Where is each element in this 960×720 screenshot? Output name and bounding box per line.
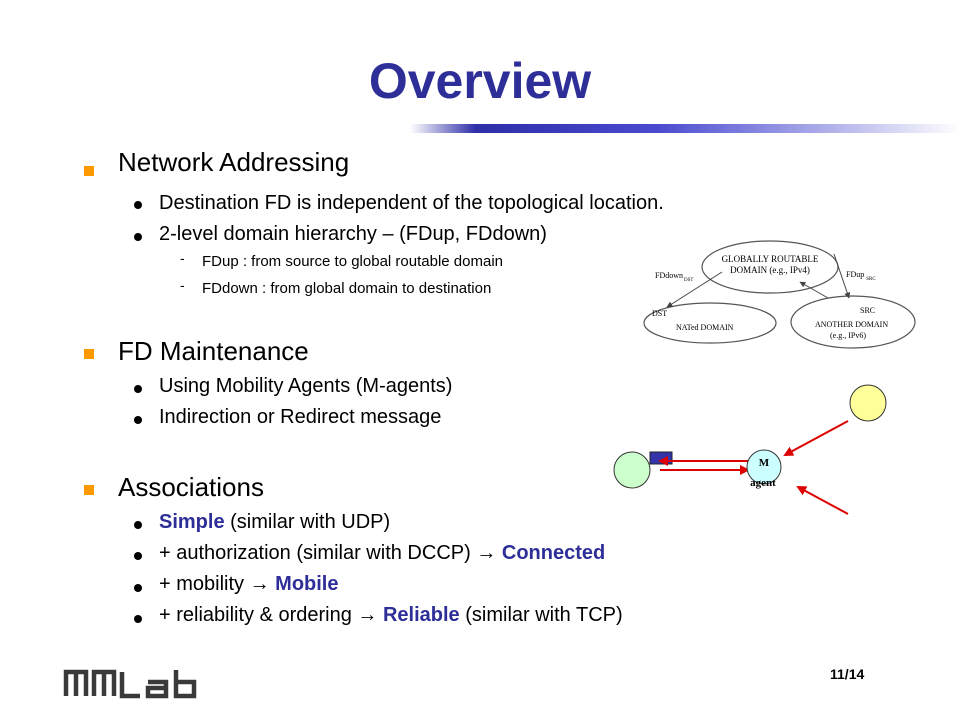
section-bullet — [84, 349, 94, 359]
fdup-label: FDupSRC — [846, 270, 876, 282]
bullet-text: 2-level domain hierarchy – (FDup, FDdown… — [159, 223, 547, 245]
bullet-dot — [134, 521, 142, 529]
dst-label: DST — [652, 309, 667, 318]
mmlab-logo — [63, 669, 197, 699]
bullet-dot — [134, 416, 142, 424]
sub-bullet-text: FDup : from source to global routable do… — [202, 253, 503, 270]
section-bullet — [84, 166, 94, 176]
global-domain-label-2: DOMAIN (e.g., IPv4) — [730, 265, 810, 275]
agent-box — [649, 451, 673, 465]
fdup-arrow — [799, 281, 829, 299]
bullet-text: Indirection or Redirect message — [159, 406, 442, 428]
sub-bullet-dash: - — [180, 250, 185, 266]
section-bullet — [84, 485, 94, 495]
dst-domain-label: NATed DOMAIN — [676, 323, 734, 332]
bullet-dot — [134, 615, 142, 623]
host-node-green — [613, 451, 651, 489]
global-domain-label-1: GLOBALLY ROUTABLE — [722, 254, 819, 264]
page-number: 11/14 — [830, 666, 865, 682]
src-domain-ellipse — [790, 295, 916, 349]
title-underline — [410, 124, 960, 133]
bullet-dot — [134, 584, 142, 592]
section-heading-associations: Associations — [118, 472, 264, 502]
bullet-text: + reliability & ordering → Reliable (sim… — [159, 604, 623, 626]
slide-title: Overview — [368, 53, 592, 109]
bullet-dot — [134, 385, 142, 393]
bullet-dot — [134, 201, 142, 209]
fddown-arrow — [666, 271, 723, 308]
section-heading-fd-maintenance: FD Maintenance — [118, 336, 309, 366]
sub-bullet-text: FDdown : from global domain to destinati… — [202, 280, 492, 297]
bullet-text: Using Mobility Agents (M-agents) — [159, 375, 453, 397]
dst-domain-ellipse — [643, 302, 777, 344]
fddown-label: FDdownDST — [655, 271, 693, 283]
bullet-text: + authorization (similar with DCCP) → Co… — [159, 542, 606, 564]
src-label: SRC — [860, 306, 875, 315]
sub-bullet-dash: - — [180, 277, 185, 293]
fdup-arrow-2 — [833, 253, 851, 299]
highlight-reliable: Reliable — [382, 604, 460, 626]
host-node-yellow — [849, 384, 887, 422]
src-example-label: (e.g., IPv6) — [830, 331, 866, 340]
mobile-arrow-in — [783, 420, 849, 456]
bullet-dot — [134, 552, 142, 560]
highlight-connected: Connected — [501, 542, 606, 564]
magent-label-2: agent — [750, 477, 776, 489]
highlight-mobile: Mobile — [275, 573, 339, 595]
bullet-dot — [134, 233, 142, 241]
bullet-text: + mobility → Mobile — [159, 573, 339, 595]
bullet-text: Destination FD is independent of the top… — [159, 192, 664, 214]
section-heading-network-addressing: Network Addressing — [118, 147, 350, 177]
magent-label-1: M — [759, 457, 770, 469]
bullet-text: Simple (similar with UDP) — [159, 511, 391, 533]
highlight-simple: Simple — [159, 511, 225, 533]
magent-node — [746, 449, 782, 485]
mobile-arrow-out — [796, 486, 849, 515]
src-domain-label: ANOTHER DOMAIN — [815, 320, 888, 329]
